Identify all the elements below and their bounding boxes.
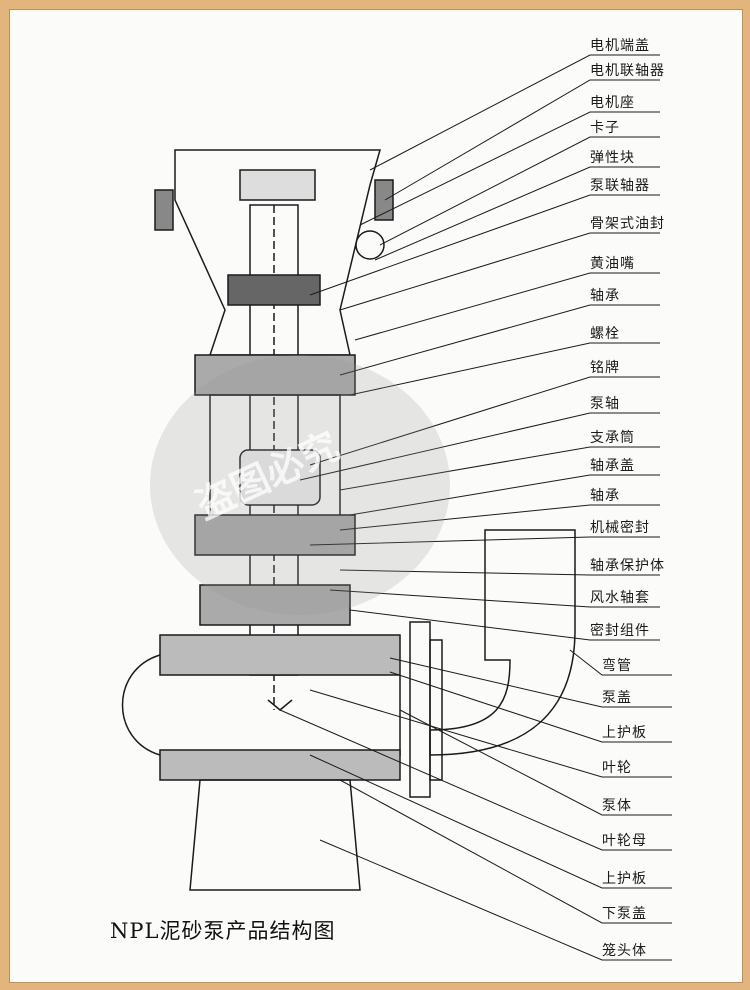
- part-label: 泵轴: [590, 396, 620, 412]
- part-label: 电机座: [590, 95, 635, 111]
- part-label: 黄油嘴: [590, 256, 635, 272]
- part-label: 机械密封: [590, 520, 650, 536]
- elbow-pipe: [409, 529, 576, 798]
- leader-line: [399, 709, 672, 816]
- leader-line: [309, 536, 660, 546]
- leader-line: [309, 689, 672, 778]
- leader-line: [319, 839, 672, 961]
- leader-line: [359, 111, 660, 226]
- leader-line: [339, 569, 660, 576]
- leader-line: [374, 166, 660, 261]
- leader-line: [569, 649, 672, 676]
- leader-line: [339, 779, 672, 924]
- part-label: 泵体: [602, 798, 632, 814]
- part-label: 卡子: [590, 120, 620, 136]
- part-label: 风水轴套: [590, 590, 650, 606]
- leader-line: [349, 342, 660, 396]
- diagram-title: NPL泥砂泵产品结构图: [110, 919, 336, 943]
- part-label: 铭牌: [590, 360, 620, 376]
- leader-line: [279, 709, 672, 851]
- part-label: 叶轮母: [602, 833, 647, 849]
- part-label: 弹性块: [590, 150, 635, 166]
- part-label: 弯管: [602, 658, 632, 674]
- leader-line: [389, 671, 672, 743]
- leader-line: [309, 376, 660, 466]
- leader-line: [369, 54, 660, 171]
- leader-line: [309, 754, 672, 889]
- part-label: 上护板: [602, 725, 647, 741]
- part-label: 下泵盖: [602, 906, 647, 922]
- leader-line: [339, 446, 660, 491]
- part-label: 泵盖: [602, 690, 632, 706]
- leader-line: [309, 194, 660, 296]
- bearing-housing: [194, 354, 356, 626]
- pump-cross-section: [121, 54, 672, 961]
- leader-line: [339, 304, 660, 376]
- leader-line: [354, 272, 660, 341]
- part-label: 电机端盖: [590, 38, 650, 54]
- part-label: 泵联轴器: [590, 178, 650, 194]
- motor-seat: [154, 149, 394, 356]
- part-label: 上护板: [602, 871, 647, 887]
- part-label: 轴承: [590, 288, 620, 304]
- part-label: 电机联轴器: [590, 63, 665, 79]
- leader-line: [339, 504, 660, 531]
- part-label: 轴承盖: [590, 458, 635, 474]
- drawing-sheet: 盗图必究 电机端盖电机联轴器电机座卡子弹性块泵联轴器骨架式油封黄油嘴轴承螺栓铭牌…: [9, 9, 743, 983]
- part-label: 螺栓: [590, 326, 620, 342]
- leader-line: [349, 474, 660, 516]
- part-label: 笼头体: [602, 943, 647, 959]
- part-label: 支承筒: [590, 430, 635, 446]
- leader-line: [389, 657, 672, 708]
- leader-line: [299, 412, 660, 481]
- leader-line: [349, 609, 660, 641]
- leader-line: [339, 232, 660, 311]
- leader-lines: [279, 54, 672, 961]
- part-label: 密封组件: [590, 623, 650, 639]
- part-label: 骨架式油封: [590, 216, 665, 232]
- part-label: 叶轮: [602, 760, 632, 776]
- pump-casing: [121, 634, 401, 891]
- part-label: 轴承保护体: [590, 558, 665, 574]
- part-label: 轴承: [590, 488, 620, 504]
- leader-line: [329, 589, 660, 608]
- leader-line: [384, 79, 660, 201]
- leader-line: [379, 136, 660, 246]
